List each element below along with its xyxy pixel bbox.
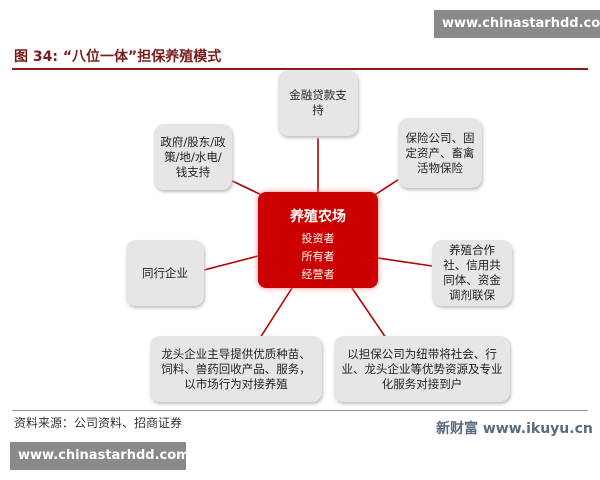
figure-title: 图 34: “八位一体”担保养殖模式	[14, 49, 222, 65]
footer-divider	[12, 410, 588, 411]
node-guarantee: 以担保公司为纽带将社会、行业、龙头企业等优势资源及专业化服务对接到户	[334, 336, 510, 402]
node-insurance: 保险公司、固定资产、畜禽活物保险	[398, 118, 482, 188]
node-cooperative: 养殖合作社、信用共同体、资金调剂联保	[432, 240, 512, 306]
node-peers: 同行企业	[126, 240, 204, 306]
watermark-bottom: www.chinastarhdd.com	[10, 442, 190, 470]
node-finance: 金融贷款支持	[278, 70, 358, 136]
link-leader	[259, 287, 293, 339]
center-item-owner: 所有者	[301, 250, 335, 263]
node-guarantee-text: 以担保公司为纽带将社会、行业、龙头企业等优势资源及专业化服务对接到户	[341, 346, 503, 391]
node-peers-text: 同行企业	[142, 265, 188, 280]
watermark-top: www.chinastarhdd.com	[434, 10, 600, 38]
link-cooperative	[377, 257, 433, 267]
node-finance-text: 金融贷款支持	[289, 88, 347, 117]
node-insurance-text: 保险公司、固定资产、畜禽活物保险	[405, 130, 475, 175]
node-government-text: 政府/股东/政策/地/水电/钱支持	[160, 134, 226, 179]
link-peers	[203, 255, 259, 271]
brand-logo-text: 新财富 www.ikuyu.cn	[436, 421, 593, 437]
node-leader-text: 龙头企业主导提供优质种苗、饲料、兽药回收产品、服务，以市场行为对接养殖	[161, 346, 311, 391]
node-government: 政府/股东/政策/地/水电/钱支持	[154, 124, 232, 190]
source-note: 资料来源：公司资料、招商证券	[14, 416, 183, 430]
node-leader: 龙头企业主导提供优质种苗、饲料、兽药回收产品、服务，以市场行为对接养殖	[150, 336, 322, 402]
center-item-investor: 投资者	[301, 232, 335, 245]
link-guarantee	[351, 287, 387, 339]
center-node-farm: 养殖农场 投资者 所有者 经营者	[258, 192, 378, 288]
title-divider	[12, 68, 588, 70]
center-title: 养殖农场	[290, 209, 346, 225]
center-item-operator: 经营者	[301, 268, 335, 281]
node-cooperative-text: 养殖合作社、信用共同体、资金调剂联保	[443, 243, 501, 302]
